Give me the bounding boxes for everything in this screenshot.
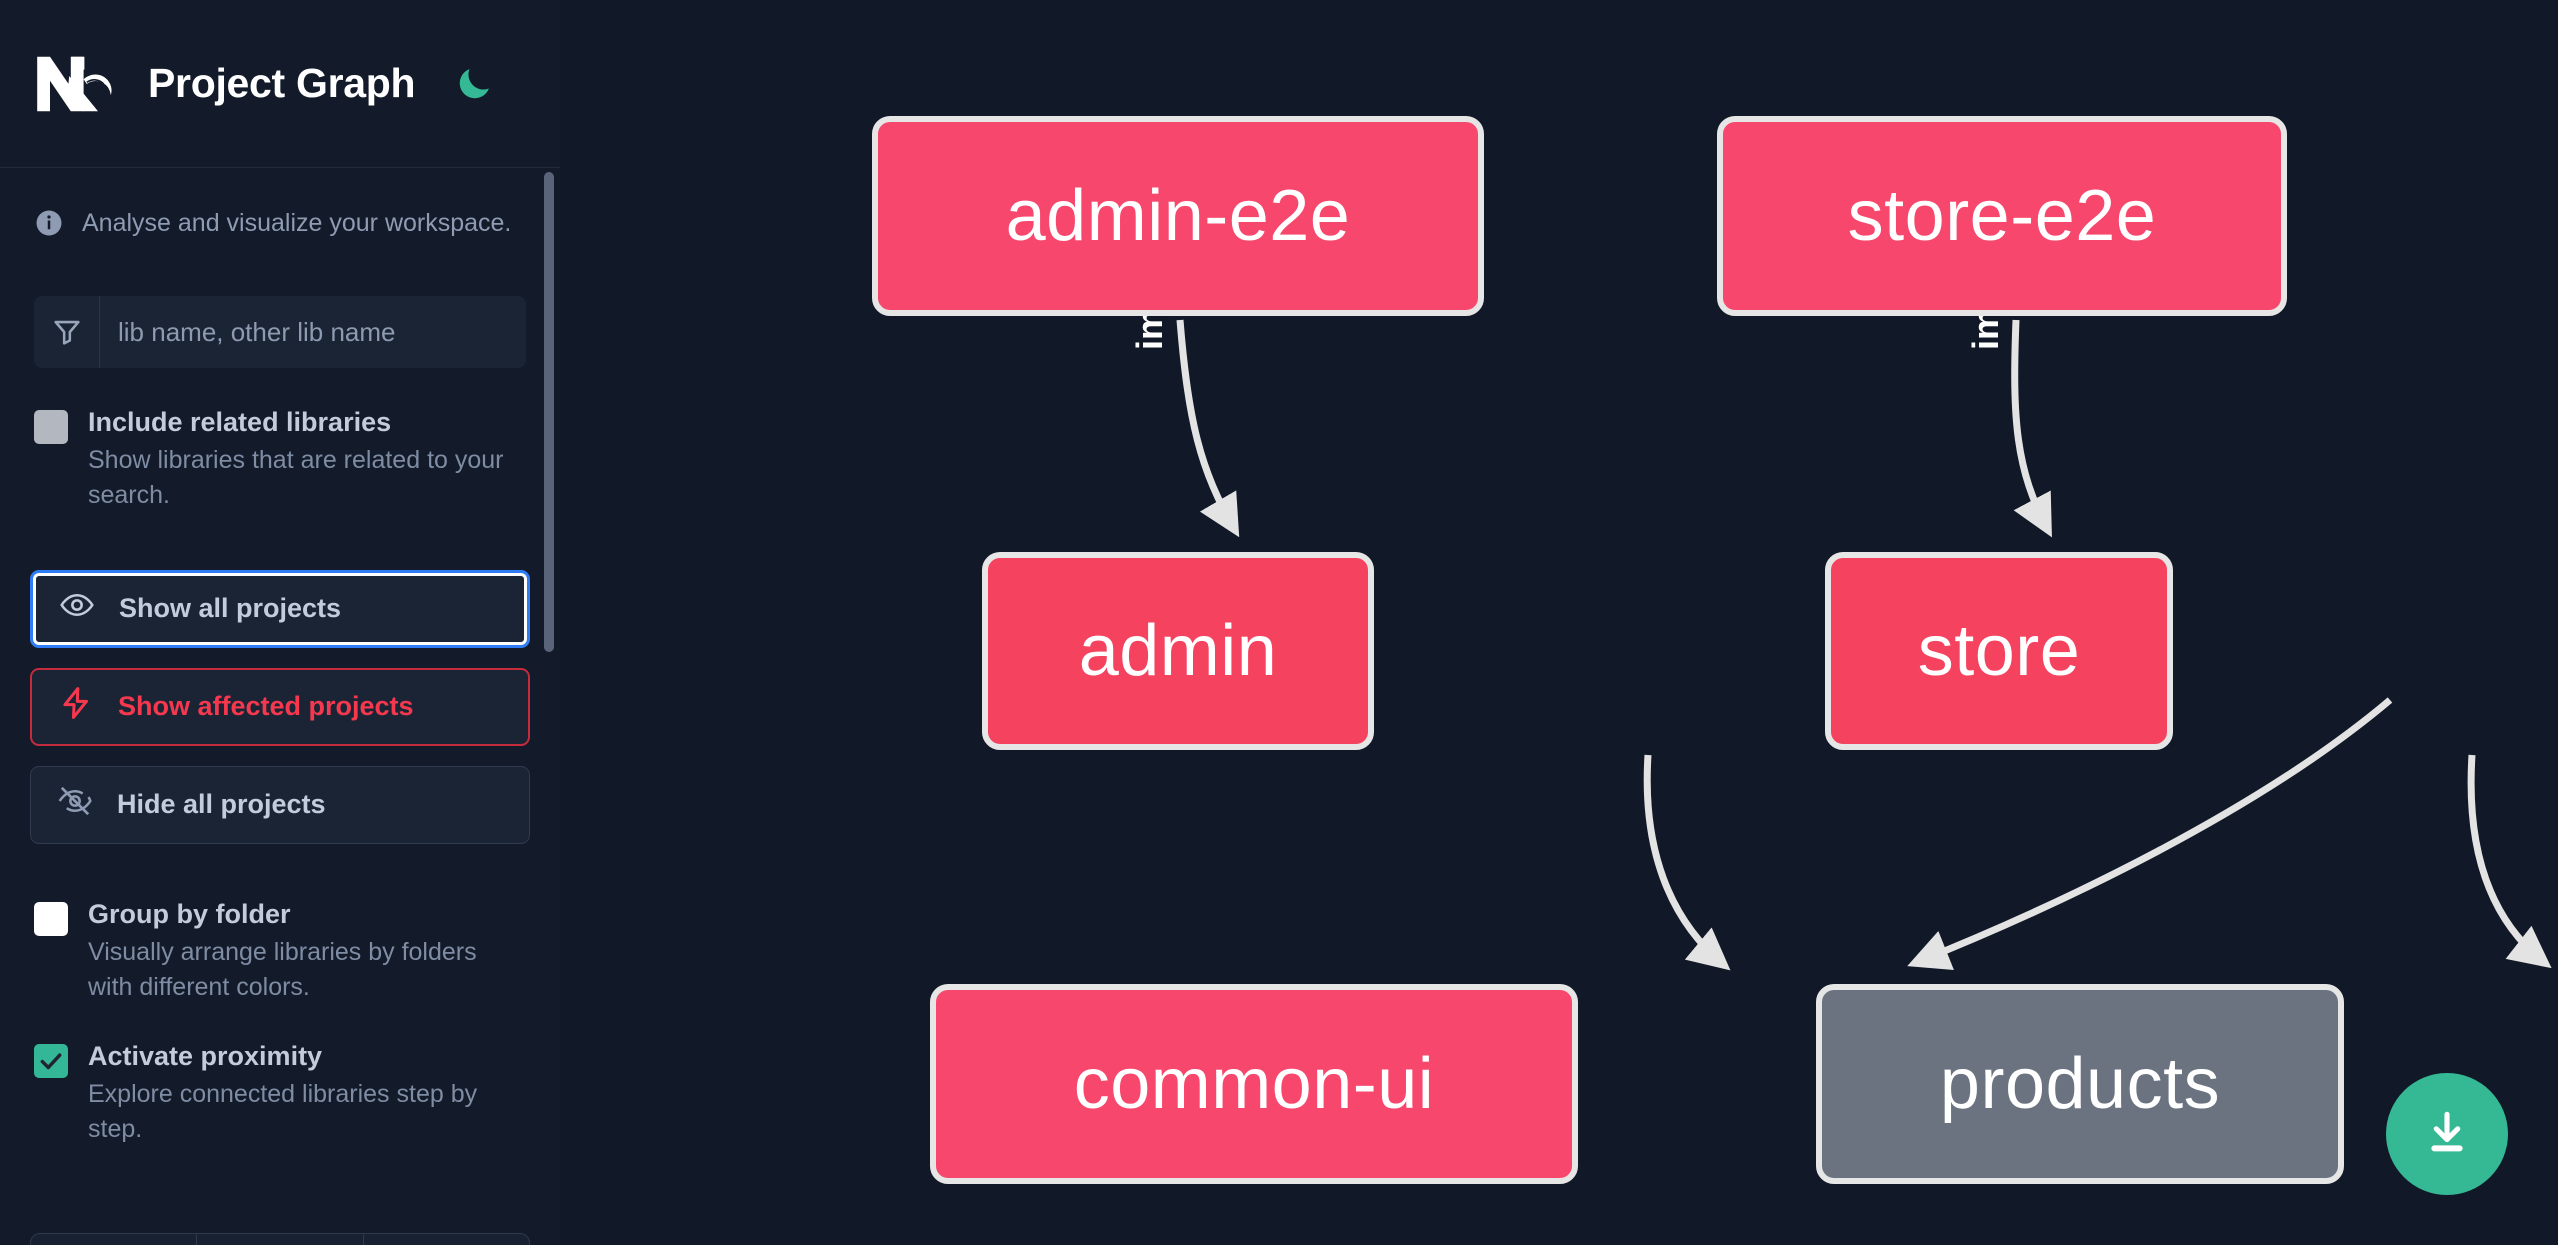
graph-node-store[interactable]: store [1825,552,2173,750]
checkbox-include-related-libraries-box[interactable] [34,410,68,444]
checkbox-include-related-libraries-desc: Show libraries that are related to your … [88,445,504,510]
proximity-segmented-control[interactable] [30,1233,530,1245]
sidebar: Project Graph Analyse and visualize your… [0,0,560,1245]
sidebar-tagline: Analyse and visualize your workspace. [0,168,560,238]
eye-icon [59,587,95,630]
checkbox-include-related-libraries[interactable]: Include related libraries Show libraries… [34,406,526,514]
edge-admin-e2e-admin [1176,319,1240,538]
page-title: Project Graph [148,60,416,106]
search-input[interactable] [100,296,526,368]
eye-off-icon [57,783,93,826]
download-icon [2419,1105,2475,1164]
checkbox-group-by-folder-box[interactable] [34,901,68,936]
show-affected-projects-label: Show affected projects [118,691,414,722]
graph-node-common-ui[interactable]: common-ui [930,984,1578,1184]
graph-node-admin-e2e-label: admin-e2e [1005,176,1351,256]
moon-icon[interactable] [451,61,497,107]
proximity-segment-1[interactable] [31,1234,198,1245]
graph-canvas[interactable]: implicit implicit admin-e2e store-e2e ad… [560,0,2558,1245]
graph-node-admin[interactable]: admin [982,552,1374,750]
checkbox-activate-proximity-label: Activate proximity [88,1040,323,1071]
sidebar-scrollbar-thumb[interactable] [544,172,554,652]
checkbox-include-related-libraries-label: Include related libraries [88,407,392,437]
show-all-projects-label: Show all projects [119,593,342,624]
nx-logo-icon [34,52,122,116]
edge-store-products [2467,754,2552,969]
download-button[interactable] [2386,1073,2508,1195]
filter-row [34,296,526,368]
lightning-bolt-icon [58,685,94,728]
hide-all-projects-label: Hide all projects [117,789,326,820]
edge-store-common-ui [1907,697,2393,971]
checkbox-activate-proximity-box[interactable] [34,1043,68,1078]
projects-button-group: Show all projects Show affected projects [30,569,530,844]
sidebar-header: Project Graph [0,0,560,168]
graph-node-products[interactable]: products [1816,984,2344,1184]
hide-all-projects-button[interactable]: Hide all projects [30,765,530,844]
sidebar-inner: Project Graph Analyse and visualize your… [0,0,560,1245]
funnel-filter-icon[interactable] [34,296,100,368]
graph-node-products-label: products [1939,1044,2221,1124]
graph-node-common-ui-label: common-ui [1073,1044,1435,1124]
checkbox-group-by-folder-label: Group by folder [88,898,291,929]
graph-node-admin-e2e[interactable]: admin-e2e [872,116,1484,316]
proximity-segment-2[interactable] [197,1234,364,1245]
show-affected-projects-button[interactable]: Show affected projects [30,667,530,746]
graph-node-store-label: store [1917,611,2081,691]
graph-node-store-e2e[interactable]: store-e2e [1717,116,2287,316]
info-icon [34,208,64,238]
edge-admin-common-ui [1643,754,1731,971]
edge-store-e2e-store [2011,319,2052,538]
show-all-projects-button[interactable]: Show all projects [30,569,530,648]
proximity-segment-3[interactable] [364,1234,529,1245]
checkbox-activate-proximity[interactable]: Activate proximity Explore connected lib… [34,1040,526,1148]
graph-node-admin-label: admin [1078,611,1278,691]
checkbox-activate-proximity-desc: Explore connected libraries step by step… [88,1079,478,1144]
sidebar-tagline-text: Analyse and visualize your workspace. [82,208,512,237]
checkbox-group-by-folder[interactable]: Group by folder Visually arrange librari… [34,898,526,1006]
checkbox-group-by-folder-desc: Visually arrange libraries by folders wi… [88,937,477,1002]
graph-node-store-e2e-label: store-e2e [1847,176,2157,256]
